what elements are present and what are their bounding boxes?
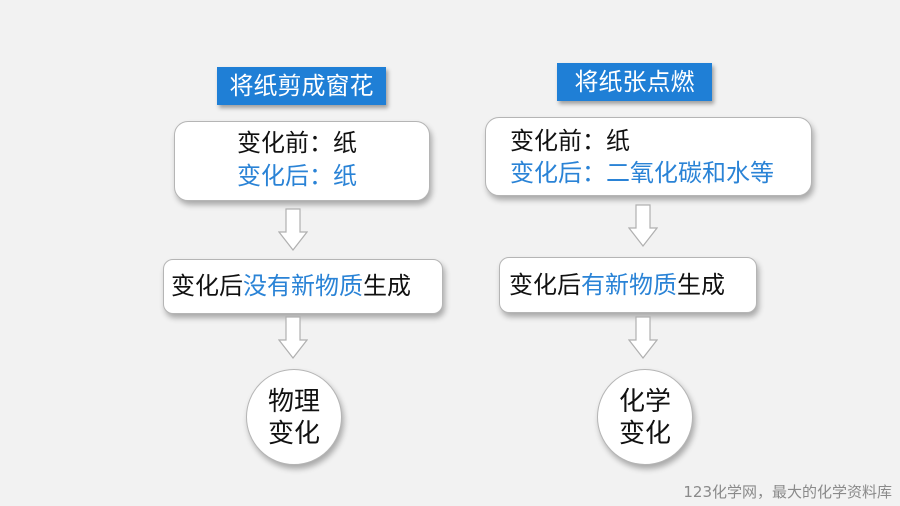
left-before-text: 变化前：纸 <box>237 129 357 157</box>
left-before-after-box: 变化前：纸 变化后：纸 <box>174 121 430 201</box>
down-arrow-icon <box>628 316 658 359</box>
right-conclusion-circle: 化学 变化 <box>597 369 693 465</box>
down-arrow-icon <box>278 316 308 359</box>
left-result-suffix: 生成 <box>363 272 411 300</box>
left-conclusion-line2: 变化 <box>267 419 320 449</box>
right-conclusion-line1: 化学 <box>618 387 671 417</box>
right-result-prefix: 变化后 <box>509 271 581 299</box>
left-result-text: 变化后没有新物质生成 <box>171 271 411 301</box>
left-conclusion-line1: 物理 <box>267 387 320 417</box>
left-title: 将纸剪成窗花 <box>217 67 386 105</box>
left-after-text: 变化后：纸 <box>237 162 357 190</box>
right-conclusion-line2: 变化 <box>618 419 671 449</box>
right-result-highlight: 有新物质 <box>581 271 677 299</box>
right-result-suffix: 生成 <box>677 271 725 299</box>
right-result-box: 变化后有新物质生成 <box>499 257 757 313</box>
right-before-after-box: 变化前：纸 变化后：二氧化碳和水等 <box>485 117 812 196</box>
down-arrow-icon <box>278 208 308 251</box>
left-result-highlight: 没有新物质 <box>243 272 363 300</box>
watermark-text: 123化学网，最大的化学资料库 <box>683 483 892 501</box>
left-conclusion-circle: 物理 变化 <box>246 369 342 465</box>
left-result-box: 变化后没有新物质生成 <box>163 259 443 314</box>
down-arrow-icon <box>628 204 658 247</box>
right-before-text: 变化前：纸 <box>510 127 630 155</box>
right-title: 将纸张点燃 <box>557 63 712 101</box>
right-result-text: 变化后有新物质生成 <box>509 270 725 300</box>
right-after-text: 变化后：二氧化碳和水等 <box>510 159 774 187</box>
left-result-prefix: 变化后 <box>171 272 243 300</box>
